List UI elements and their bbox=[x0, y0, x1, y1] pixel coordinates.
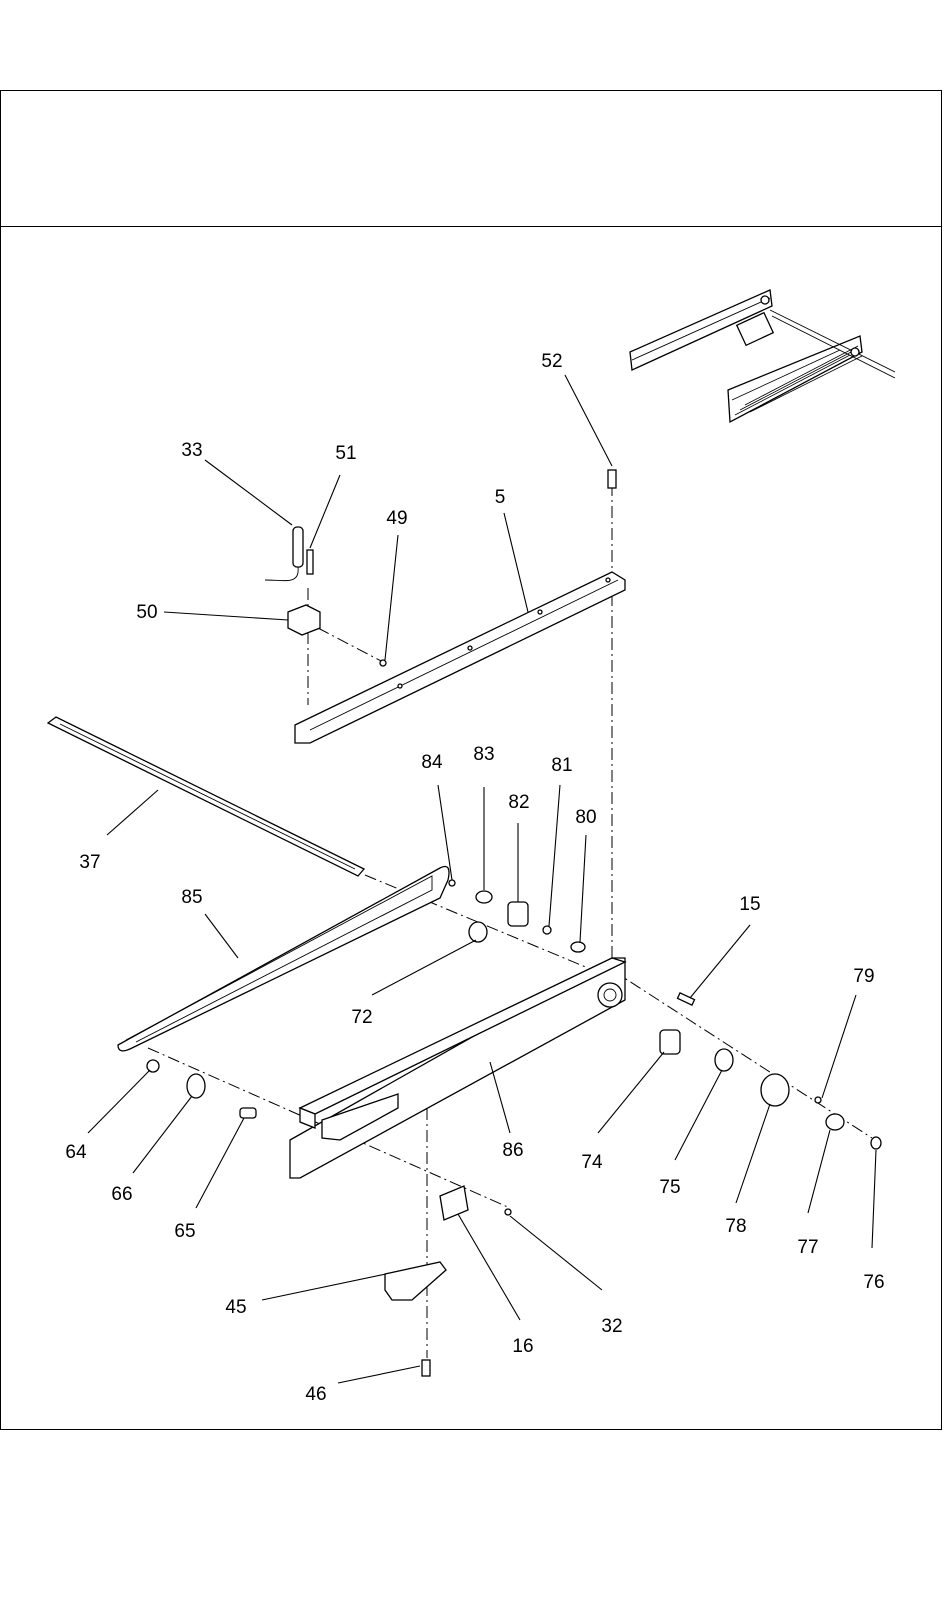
centerline bbox=[612, 970, 872, 1138]
callout-label: 85 bbox=[181, 887, 202, 908]
part-33 bbox=[293, 527, 303, 567]
part-66 bbox=[187, 1074, 205, 1098]
callout-label: 77 bbox=[797, 1237, 818, 1258]
callout-label: 16 bbox=[512, 1336, 533, 1357]
callout-label: 37 bbox=[79, 852, 100, 873]
part-64 bbox=[147, 1060, 159, 1072]
part-15 bbox=[677, 993, 694, 1005]
callout-label: 64 bbox=[65, 1142, 87, 1163]
callout-label: 81 bbox=[551, 755, 572, 776]
callout-label: 74 bbox=[581, 1152, 603, 1173]
part-45 bbox=[385, 1262, 446, 1300]
callout-label: 32 bbox=[601, 1316, 622, 1337]
part-46 bbox=[422, 1360, 430, 1376]
part-72 bbox=[469, 922, 487, 942]
part-49 bbox=[380, 660, 386, 666]
callout-label: 45 bbox=[225, 1297, 246, 1318]
callout-label: 78 bbox=[725, 1216, 746, 1237]
callout-label: 33 bbox=[181, 440, 202, 461]
callout-label: 51 bbox=[335, 443, 356, 464]
callout-label: 5 bbox=[495, 487, 506, 508]
callout-label: 79 bbox=[853, 966, 874, 987]
callout-label: 66 bbox=[111, 1184, 132, 1205]
part-5 bbox=[295, 572, 625, 743]
part-84 bbox=[449, 880, 455, 886]
part-80 bbox=[571, 942, 585, 952]
centerline bbox=[318, 628, 383, 662]
inset-assembly-icon bbox=[630, 290, 895, 422]
callout-label: 50 bbox=[136, 602, 157, 623]
part-75 bbox=[715, 1049, 733, 1071]
callout-label: 83 bbox=[473, 744, 494, 765]
callout-label: 46 bbox=[305, 1384, 326, 1405]
callout-label: 75 bbox=[659, 1177, 680, 1198]
callout-label: 52 bbox=[541, 351, 562, 372]
part-79 bbox=[815, 1097, 821, 1103]
callout-label: 15 bbox=[739, 894, 760, 915]
callout-label: 86 bbox=[502, 1140, 523, 1161]
part-65 bbox=[240, 1108, 256, 1118]
part-50 bbox=[288, 605, 320, 635]
part-32 bbox=[505, 1209, 511, 1215]
callout-label: 65 bbox=[174, 1221, 195, 1242]
part-81 bbox=[543, 926, 551, 934]
callout-label: 72 bbox=[351, 1007, 372, 1028]
part-76 bbox=[871, 1137, 881, 1149]
part-86 bbox=[290, 958, 625, 1178]
part-16 bbox=[440, 1186, 468, 1220]
callout-label: 84 bbox=[421, 752, 443, 773]
callout-label: 82 bbox=[508, 792, 529, 813]
part-74 bbox=[660, 1030, 680, 1054]
part-52 bbox=[608, 470, 616, 488]
part-85 bbox=[118, 867, 449, 1051]
part-51 bbox=[307, 550, 313, 574]
part-78 bbox=[761, 1074, 789, 1106]
part-82 bbox=[508, 902, 528, 926]
part-83 bbox=[476, 891, 492, 903]
part-77 bbox=[826, 1114, 844, 1130]
callout-label: 49 bbox=[386, 508, 407, 529]
callout-label: 76 bbox=[863, 1272, 884, 1293]
callout-label: 80 bbox=[575, 807, 596, 828]
